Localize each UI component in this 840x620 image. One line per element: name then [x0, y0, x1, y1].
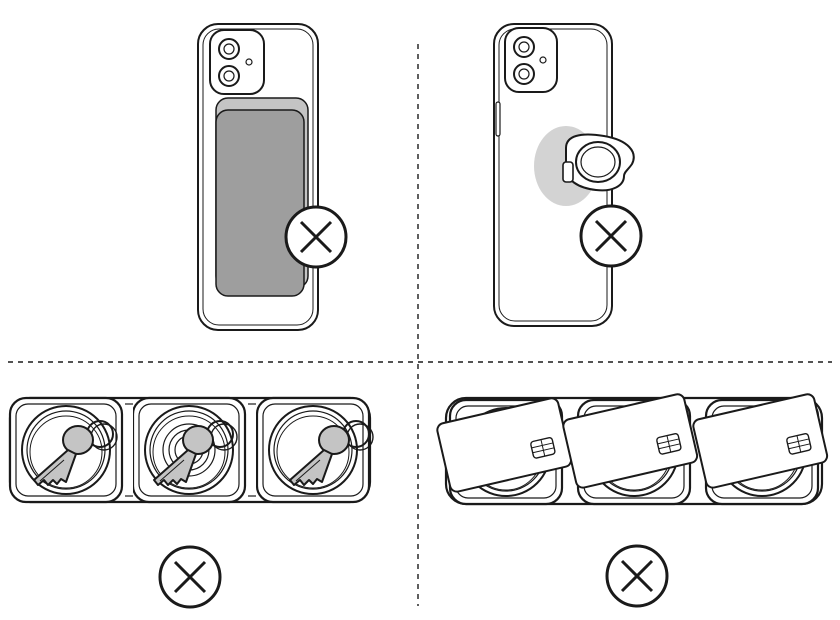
panel-keys-on-charger	[8, 396, 374, 609]
panel-cards-on-charger	[434, 391, 830, 608]
prohibited-icon	[605, 544, 669, 608]
panel-wallet-case	[197, 23, 348, 331]
prohibited-icon	[284, 205, 348, 269]
prohibited-icon	[158, 545, 222, 609]
panel-phone-ring-holder	[493, 23, 643, 327]
prohibited-icon	[579, 204, 643, 268]
wallet-accessory	[215, 97, 309, 297]
ring-holder-accessory	[534, 126, 635, 206]
